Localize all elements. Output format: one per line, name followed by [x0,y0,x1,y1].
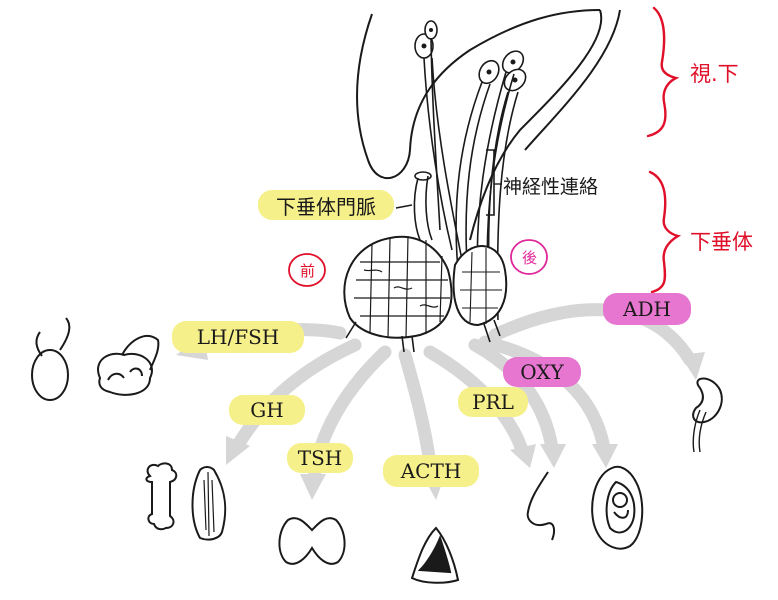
kidney-icon [692,377,723,453]
arrowhead-oxy-breast [540,444,566,468]
hormone-acth: ACTH [383,455,479,487]
thyroid-icon [278,517,346,565]
pituitary-gland [343,235,508,339]
arrowhead-tsh [300,474,326,500]
posterior-lobe-fibers [460,248,502,324]
neuron-nuclei [421,28,518,83]
hypothalamus [356,9,621,241]
organs [31,317,723,584]
neural-connection-bracket [486,149,495,216]
hormone-lh-fsh: LH/FSH [172,321,304,353]
hormone-adh: ADH [603,293,691,325]
arrowhead-prl [510,444,536,468]
axon-bundle [423,37,519,321]
arrowhead-gh [226,436,250,465]
muscle-icon [191,466,227,541]
hormone-oxy: OXY [503,357,581,387]
hormone-gh: GH [229,395,305,425]
arrowhead-adh [680,352,705,380]
hypothalamus-brace [646,6,680,138]
portal-vessel-label: 下垂体門脈 [258,190,394,220]
portal-leader [395,204,413,209]
anterior-lobe-cells [354,235,450,339]
pituitary-brace [648,170,682,294]
hypothalamic-neurons [414,20,527,92]
hypothalamus-note: 視.下 [690,62,739,86]
posterior-lobe [452,245,508,327]
arrow-gh [231,338,362,452]
anterior-ring [288,253,326,287]
neural-connection-label: 神経性連絡 [503,176,599,198]
arrow-oxy-breast [468,338,559,455]
portal-vessel [413,171,433,241]
adrenal-icon [410,526,460,584]
testis-icon [31,317,71,401]
gland-drip-vessels [345,319,501,353]
anterior-note: 前 [300,262,316,280]
uterus-icon [591,465,644,550]
arrowhead-oxy-uterus [592,444,618,468]
pituitary-note: 下垂体 [690,230,753,254]
ovary-icon [97,335,160,396]
hormone-prl: PRL [458,387,528,417]
bone-icon [145,462,178,531]
breast-icon [526,471,555,541]
posterior-ring [510,239,548,275]
hormone-tsh: TSH [287,443,353,473]
posterior-note: 後 [522,249,538,267]
